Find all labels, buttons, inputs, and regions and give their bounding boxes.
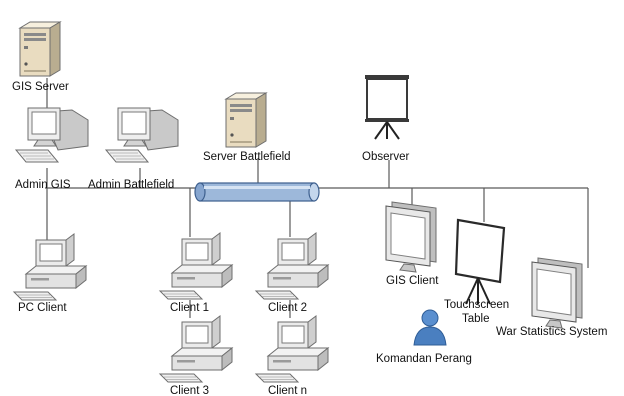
label-admin-gis: Admin GIS [15,179,71,191]
observer-board-icon [364,74,410,140]
label-gis-client: GIS Client [386,275,439,287]
label-client-1: Client 1 [170,302,209,314]
labels: GIS Server Admin GIS Admin Battlefield S… [12,81,607,396]
gis-client-monitor-icon [385,201,437,273]
touchscreen-table-icon [454,218,506,305]
label-table: Table [462,313,490,325]
client-1-icon [159,232,233,300]
label-client-2: Client 2 [268,302,307,314]
admin-battlefield-workstation-icon [105,107,179,163]
server-battlefield-icon [225,92,267,148]
admin-gis-workstation-icon [15,107,89,163]
label-client-n: Client n [268,385,307,396]
label-client-3: Client 3 [170,385,209,396]
network-bus [194,182,320,202]
pc-client-icon [13,233,87,301]
war-statistics-monitor-icon [531,257,583,329]
client-2-icon [255,232,329,300]
label-admin-battlefield: Admin Battlefield [88,179,174,191]
label-observer: Observer [362,151,409,163]
client-3-icon [159,315,233,383]
label-pc-client: PC Client [18,302,67,314]
label-gis-server: GIS Server [12,81,69,93]
label-war-statistics-system: War Statistics System [496,326,607,338]
commander-person-icon [413,309,447,346]
client-n-icon [255,315,329,383]
label-komandan-perang: Komandan Perang [376,353,472,365]
gis-server-icon [19,21,61,77]
label-touchscreen: Touchscreen [444,299,509,311]
label-server-battlefield: Server Battlefield [203,151,291,163]
